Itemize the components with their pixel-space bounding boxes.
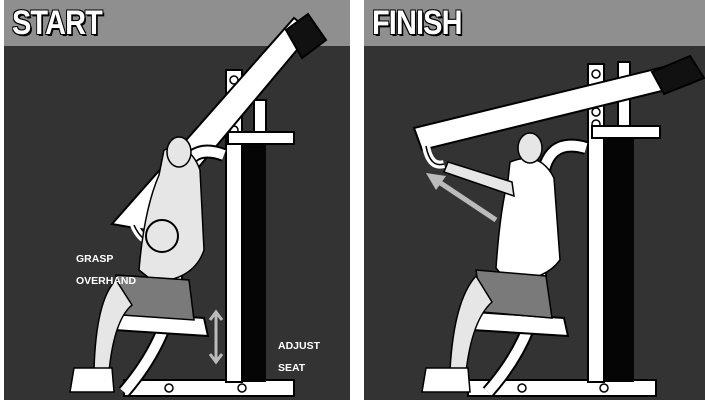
press-arm bbox=[112, 18, 312, 230]
adjust-seat-label: ADJUST SEAT bbox=[278, 330, 320, 385]
adjust-line2: SEAT bbox=[278, 363, 320, 374]
weight-stack bbox=[604, 138, 634, 382]
grasp-line1: GRASP bbox=[76, 254, 136, 265]
finish-illustration bbox=[364, 0, 705, 406]
post-hole bbox=[592, 70, 600, 78]
base-bolt bbox=[600, 384, 608, 392]
grasp-line2: OVERHAND bbox=[76, 276, 136, 287]
person-head bbox=[518, 133, 542, 163]
base-rail bbox=[124, 380, 294, 396]
person-foot bbox=[422, 368, 470, 392]
post-hole bbox=[592, 108, 600, 116]
top-bracket bbox=[228, 132, 294, 144]
adjust-arrow bbox=[210, 312, 222, 362]
person-torso bbox=[139, 148, 204, 283]
person-torso bbox=[496, 158, 560, 280]
person-head bbox=[167, 137, 191, 167]
grasp-overhand-label: GRASP OVERHAND bbox=[76, 243, 136, 298]
base-bolt bbox=[238, 384, 246, 392]
adjust-line1: ADJUST bbox=[278, 341, 320, 352]
arm-counterweight bbox=[652, 56, 704, 94]
base-bolt bbox=[518, 384, 526, 392]
finish-panel: FINISH bbox=[364, 0, 705, 406]
top-bracket bbox=[592, 126, 660, 138]
base-bolt bbox=[165, 384, 173, 392]
start-panel: START bbox=[4, 0, 350, 406]
person-foot bbox=[70, 368, 114, 392]
